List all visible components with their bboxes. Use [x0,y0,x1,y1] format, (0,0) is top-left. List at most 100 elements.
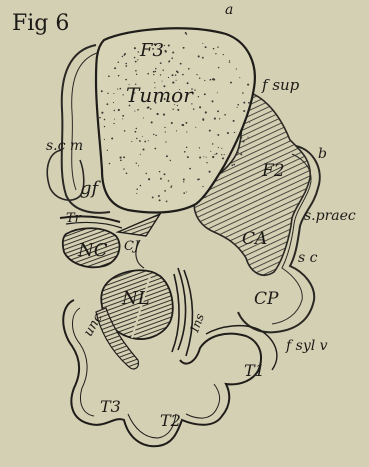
tumor-dot [109,163,111,165]
tumor-dot [206,162,207,163]
tumor-dot [138,165,139,166]
tumor-dot [172,52,174,54]
tumor-dot [113,93,114,94]
tumor-dot [211,100,213,102]
tumor-dot [187,156,189,158]
tumor-dot [136,188,138,190]
tumor-dot [242,92,244,94]
label-nl: NL [121,288,150,309]
tumor-dot [125,79,127,81]
tumor-dot [148,178,150,180]
tumor-dot [229,60,230,61]
tumor-dot [237,139,238,140]
tumor-dot [142,148,144,150]
tumor-dot [177,109,179,111]
figure-title: Fig 6 [12,11,69,36]
tumor-dot [195,127,196,128]
tumor-dot [134,57,136,59]
tumor-dot [221,154,222,155]
tumor-dot [114,110,115,111]
tumor-dot [186,191,187,192]
tumor-dot [185,122,187,124]
tumor-dot [165,50,167,52]
tumor-dot [120,159,122,161]
tumor-dot [172,109,173,110]
tumor-dot [231,164,233,166]
tumor-dot [172,74,174,76]
tumor-dot [221,148,222,149]
tumor-dot [224,154,225,155]
tumor-dot [237,107,238,108]
label-f3: F3 [139,40,164,61]
tumor-dot [239,77,240,78]
tumor-dot [136,138,137,139]
tumor-dot [224,114,226,116]
tumor-dot [194,89,195,90]
tumor-dot [123,168,124,169]
tumor-dot [176,130,177,131]
tumor-dot [170,186,172,188]
tumor-dot [152,196,154,198]
label-b: b [318,146,327,162]
tumor-dot [183,192,185,194]
tumor-dot [205,197,206,198]
tumor-dot [168,61,170,63]
tumor-dot [146,173,147,174]
tumor-dot [164,190,166,192]
label-f-sup: f sup [261,76,300,94]
label-cp: CP [254,289,279,309]
tumor-dot [148,140,149,141]
label-tumor: Tumor [126,83,194,107]
tumor-dot [176,71,178,73]
tumor-dot [165,131,166,132]
tumor-dot [205,111,207,113]
tumor-dot [182,74,184,76]
label-t3: T3 [100,397,121,416]
tumor-dot [227,132,229,134]
tumor-dot [123,94,124,95]
tumor-dot [183,47,185,49]
tumor-dot [108,75,110,77]
tumor-dot [204,93,206,95]
tumor-dot [166,201,168,203]
tumor-dot [223,54,224,55]
tumor-dot [117,89,118,90]
tumor-dot [184,151,186,153]
tumor-dot [186,132,187,133]
tumor-dot [136,74,137,75]
tumor-dot [243,102,245,104]
tumor-dot [212,156,214,158]
tumor-dot [198,55,200,57]
tumor-dot [202,186,203,187]
tumor-dot [199,106,201,108]
tumor-dot [217,47,218,48]
tumor-dot [203,118,204,119]
tumor-dot [210,79,212,81]
label-a: a [225,2,233,18]
tumor-dot [136,163,137,164]
label-sc: s c [298,250,318,266]
tumor-dot [237,151,239,153]
tumor-dot [193,108,194,109]
tumor-dot [101,90,103,92]
tumor-dot [118,109,120,111]
tumor-dot [131,141,132,142]
tumor-dot [234,132,235,133]
tumor-dot [218,67,219,68]
tumor-dot [118,62,119,63]
tumor-dot [159,199,161,201]
tumor-dot [165,141,166,142]
tumor-dot [111,138,113,140]
tumor-dot [123,156,125,158]
tumor-dot [113,123,114,124]
tumor-dot [215,53,216,54]
tumor-dot [247,137,248,138]
tumor-dot [134,47,136,49]
tumor-dot [175,74,176,75]
tumor-dot [249,122,250,123]
tumor-dot [209,130,211,132]
tumor-dot [154,148,156,150]
tumor-dot [147,73,149,75]
tumor-dot [134,111,135,112]
tumor-dot [126,172,128,174]
